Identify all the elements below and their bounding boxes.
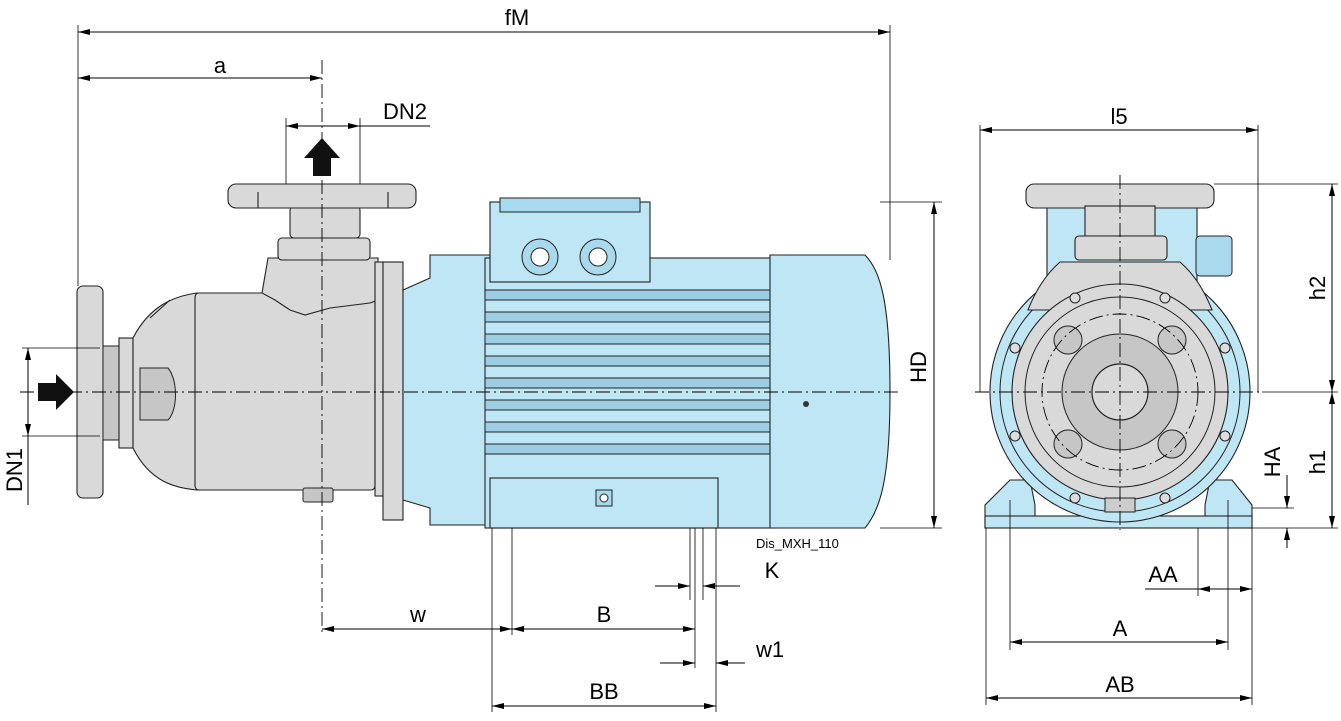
dim-label-K: K bbox=[765, 558, 780, 583]
dim-label-w1: w1 bbox=[755, 637, 784, 662]
dim-label-w: w bbox=[409, 602, 426, 627]
dim-label-DN2: DN2 bbox=[383, 99, 427, 124]
side-view: fM a DN2 DN1 HD w B bbox=[2, 5, 942, 712]
drawing-code: Dis_MXH_110 bbox=[756, 536, 839, 551]
dim-label-DN1: DN1 bbox=[2, 448, 27, 492]
pump-body bbox=[194, 183, 417, 521]
dim-label-h1: h1 bbox=[1305, 450, 1330, 474]
dim-label-HD: HD bbox=[906, 351, 931, 383]
dim-label-AB: AB bbox=[1105, 672, 1134, 697]
dim-label-h2: h2 bbox=[1305, 276, 1330, 300]
dim-label-A: A bbox=[1113, 616, 1128, 641]
dim-label-l5: l5 bbox=[1110, 104, 1127, 129]
dim-label-a: a bbox=[214, 53, 227, 78]
cooling-fins bbox=[484, 289, 776, 455]
dim-label-AA: AA bbox=[1148, 562, 1178, 587]
dim-label-BB: BB bbox=[589, 679, 618, 704]
electric-motor bbox=[402, 197, 891, 529]
front-view: l5 h2 h1 HA AA A AB bbox=[975, 104, 1338, 705]
dim-label-B: B bbox=[597, 602, 612, 627]
dim-label-fM: fM bbox=[505, 5, 529, 30]
discharge-flow-arrow bbox=[304, 138, 340, 176]
suction-flow-arrow bbox=[38, 374, 74, 410]
dim-label-HA: HA bbox=[1260, 446, 1285, 477]
